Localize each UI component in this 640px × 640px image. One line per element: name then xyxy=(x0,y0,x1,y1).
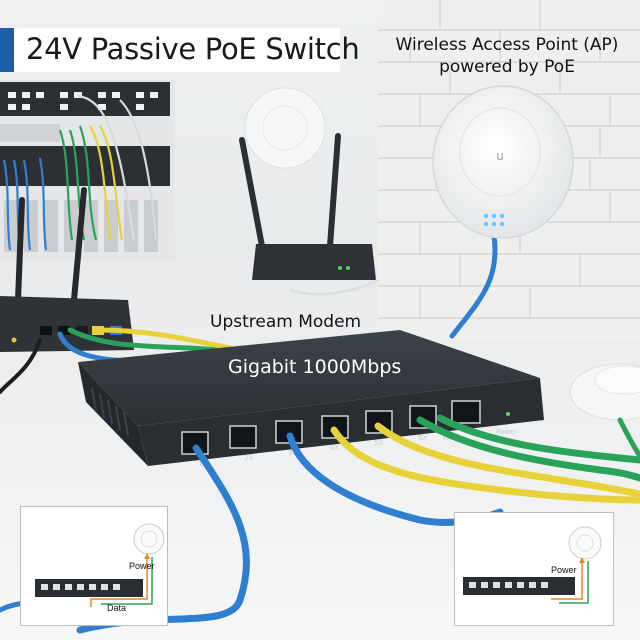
background-router xyxy=(239,133,379,296)
inset-left-power-label: Power xyxy=(129,561,155,571)
power-led-label: Power xyxy=(496,428,517,436)
poe-switch-body xyxy=(78,330,544,466)
background-access-point xyxy=(244,87,326,169)
port-label-3: 3X xyxy=(288,449,297,457)
speed-callout: Gigabit 1000Mbps xyxy=(228,356,402,378)
inset-left-drawing xyxy=(35,523,165,607)
modem-callout: Upstream Modem xyxy=(210,312,362,332)
page-title: 24V Passive PoE Switch xyxy=(26,32,360,66)
inset-diagram-right: Power xyxy=(454,512,614,626)
inset-right-power-label: Power xyxy=(551,565,577,575)
title-accent-bar xyxy=(0,28,14,72)
port-label-6: 6X xyxy=(418,434,427,442)
desk-access-point xyxy=(569,363,640,421)
network-rack xyxy=(0,80,175,260)
ap-poe-cable xyxy=(449,233,498,339)
inset-right-drawing xyxy=(463,526,602,604)
port-label-4: 4X xyxy=(330,444,339,452)
port-label-7: 7X xyxy=(442,434,451,442)
svg-text:u: u xyxy=(496,149,504,163)
wireless-access-point: u xyxy=(432,85,574,239)
port-label-5: 5X xyxy=(374,439,383,447)
ap-callout-line-2: powered by PoE xyxy=(439,57,575,77)
access-point-callout: Wireless Access Point (AP) powered by Po… xyxy=(382,34,632,78)
inset-left-data-label: Data xyxy=(107,603,127,613)
title-banner: 24V Passive PoE Switch xyxy=(0,28,360,72)
ap-callout-line-1: Wireless Access Point (AP) xyxy=(395,35,619,55)
port-label-2: 2X xyxy=(244,454,253,462)
inset-diagram-left: Power Data xyxy=(20,506,168,626)
